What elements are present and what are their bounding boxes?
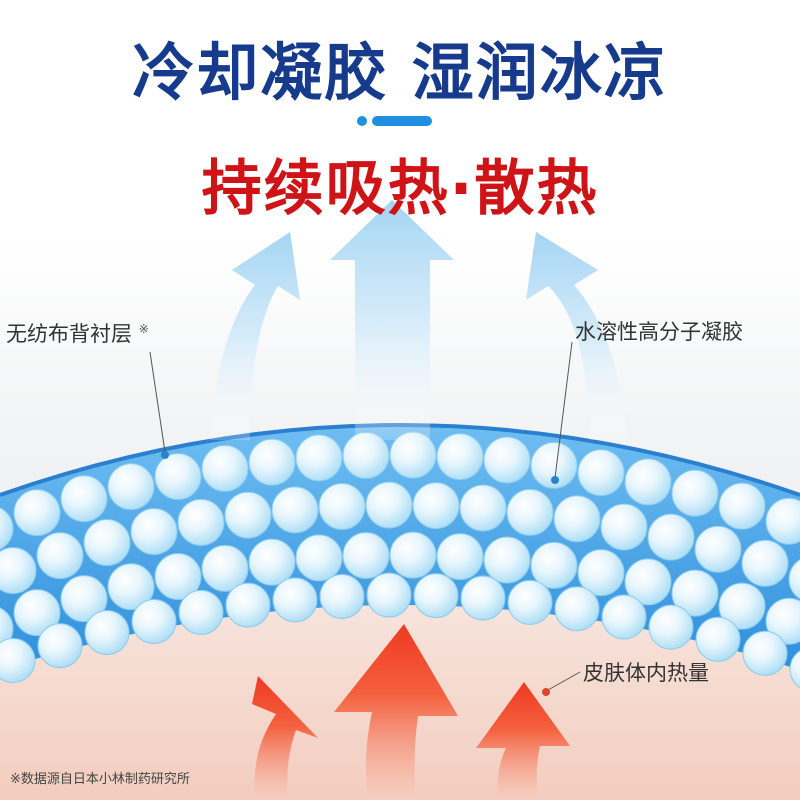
backing-leader-dot — [161, 451, 169, 459]
gel-bead — [13, 589, 61, 637]
gel-bead — [365, 481, 413, 529]
gel-bead — [389, 531, 437, 579]
gel-bead — [272, 577, 318, 623]
gel-bead — [225, 582, 271, 628]
gel-bead — [694, 525, 742, 573]
gel-bead — [765, 497, 800, 545]
gel-bead — [741, 539, 789, 587]
gel-bead — [460, 575, 506, 621]
gel-bead — [318, 482, 366, 530]
gel-bead — [718, 582, 766, 630]
gel-bead — [295, 434, 343, 482]
heat-arrow-right — [476, 682, 570, 800]
gel-bead — [648, 604, 694, 650]
gel-bead — [553, 495, 601, 543]
gel-bead — [436, 433, 484, 481]
backing-label: 无纺布背衬层 ※ — [6, 318, 149, 348]
divider-dot — [357, 116, 367, 126]
gel-bead — [554, 586, 600, 632]
gel-bead — [107, 463, 155, 511]
gel-bead — [413, 573, 459, 619]
gel-bead — [60, 575, 108, 623]
gel-bead — [459, 484, 507, 532]
gel-bead — [483, 436, 531, 484]
gel-label: 水溶性高分子凝胶 — [575, 320, 743, 344]
gel-bead — [530, 541, 578, 589]
gel-bead — [295, 534, 343, 582]
gel-bead — [177, 498, 225, 546]
gel-bead — [600, 503, 648, 551]
gel-bead — [131, 598, 177, 644]
cool-arrow-right — [526, 232, 628, 440]
headline-primary: 冷却凝胶 湿润冰凉 — [132, 36, 668, 109]
backing-label-mark: ※ — [138, 322, 149, 336]
gel-bead — [342, 532, 390, 580]
gel-bead — [601, 594, 647, 640]
cool-arrow-center — [330, 200, 454, 440]
gel-bead — [788, 559, 800, 600]
gel-bead — [506, 488, 554, 536]
gel-bead — [36, 532, 84, 580]
gel-bead — [624, 558, 672, 606]
gel-bead — [366, 572, 412, 618]
gel-bead — [319, 573, 365, 619]
gel-leader-dot — [551, 476, 559, 484]
gel-bead — [0, 507, 14, 550]
gel-bead — [412, 482, 460, 530]
gel-bead — [671, 569, 719, 617]
heat-leader-line — [547, 671, 581, 691]
gel-bead — [83, 519, 131, 567]
headline-secondary: 持续吸热·散热 — [201, 154, 599, 224]
gel-bead — [742, 630, 788, 676]
gel-bead — [671, 469, 719, 517]
gel-leader-line — [554, 341, 573, 479]
gel-bead — [60, 475, 108, 523]
gel-bead — [718, 482, 766, 530]
heat-leader-dot — [542, 688, 550, 696]
gel-bead — [154, 553, 202, 601]
gel-bead — [0, 638, 36, 684]
gel-bead — [765, 597, 800, 645]
body-heat-label: 皮肤体内热量 — [583, 661, 709, 685]
gel-bead — [577, 449, 625, 497]
gel-bead — [624, 458, 672, 506]
divider-bar — [372, 116, 432, 126]
gel-bead — [577, 549, 625, 597]
cool-arrow-left — [210, 232, 300, 440]
gel-bead — [107, 563, 155, 611]
gel-bead — [436, 533, 484, 581]
gel-bead — [154, 453, 202, 501]
gel-bead — [248, 438, 296, 486]
gel-bead — [271, 486, 319, 534]
gel-bead — [647, 513, 695, 561]
source-footnote: ※数据源自日本小林制药研究所 — [10, 772, 190, 787]
gel-bead — [13, 489, 61, 537]
gel-bead — [84, 610, 130, 656]
gel-bead — [248, 538, 296, 586]
gel-bead — [483, 536, 531, 584]
gel-bead — [789, 650, 800, 689]
backing-label-text: 无纺布背衬层 — [6, 322, 132, 346]
gel-bead — [201, 544, 249, 592]
gel-bead — [130, 507, 178, 555]
gel-bead — [37, 623, 83, 669]
gel-bead — [695, 616, 741, 662]
heat-arrow-left — [252, 676, 318, 800]
gel-bead — [178, 589, 224, 635]
gel-bead — [224, 491, 272, 539]
gel-beads — [0, 431, 800, 689]
heat-arrow-center — [334, 624, 458, 800]
gel-bead — [201, 444, 249, 492]
gel-bead — [0, 547, 37, 595]
gel-bead — [507, 579, 553, 625]
backing-leader-line — [149, 351, 166, 453]
gel-bead — [530, 441, 578, 489]
